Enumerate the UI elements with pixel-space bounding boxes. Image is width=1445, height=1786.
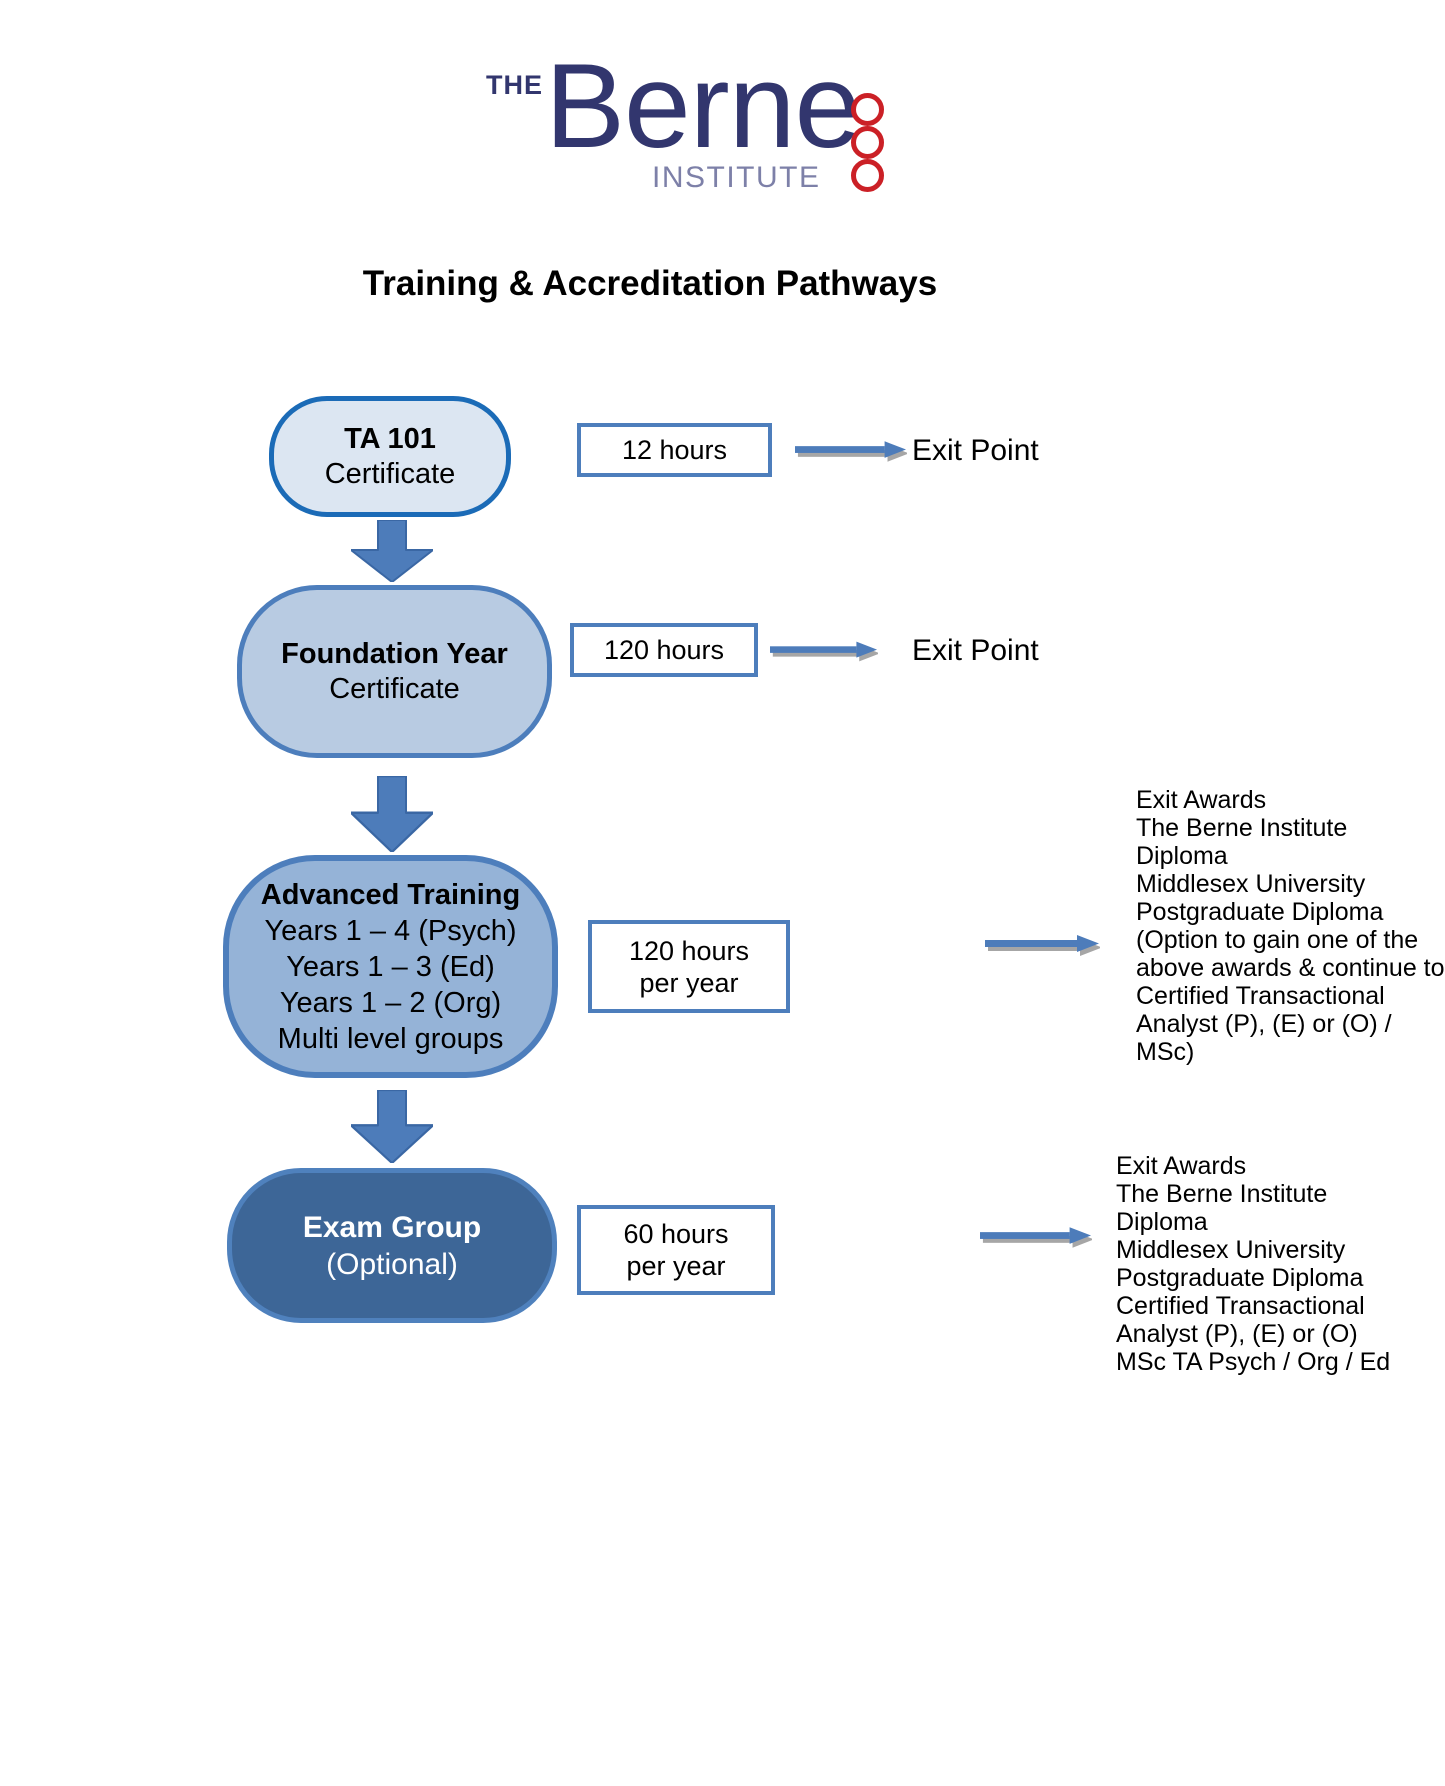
exit-point-label: Exit Point [912,434,1039,467]
right-arrow-icon [770,641,878,662]
exit-point-label: Exit Point [912,634,1039,667]
node-foundation-year-lines: Certificate [329,672,460,705]
logo-circle-icon [851,93,884,126]
hours-box-120h-per-year: 120 hours per year [588,920,790,1013]
logo-circle-icon [851,159,884,192]
node-foundation-year: Foundation Year Certificate [237,585,552,758]
logo-berne-text: Berne [545,39,861,173]
down-arrow-icon [351,520,433,582]
hours-box-120h: 120 hours [570,623,758,677]
node-exam-group: Exam Group (Optional) [227,1168,557,1323]
page-title: Training & Accreditation Pathways [362,264,938,303]
logo-the-text: THE [486,70,543,100]
node-advanced-training: Advanced Training Years 1 – 4 (Psych) Ye… [223,855,558,1078]
down-arrow-icon [351,1090,433,1163]
exit-awards-text: Exit Awards The Berne Institute Diploma … [1116,1152,1391,1376]
right-arrow-icon [985,935,1100,956]
right-arrow-icon [980,1227,1092,1248]
node-exam-group-heading: Exam Group [302,1210,482,1244]
node-ta101-lines: Certificate [324,457,456,490]
down-arrow-icon [351,776,433,852]
logo-institute-text: INSTITUTE [652,161,821,194]
right-arrow-icon [795,441,907,462]
exit-awards-text: Exit Awards The Berne Institute Diploma … [1136,786,1445,1066]
hours-box-60h-per-year: 60 hours per year [577,1205,775,1295]
logo-circles-icon [851,93,884,192]
node-foundation-year-heading: Foundation Year [281,637,508,670]
node-exam-group-lines: (Optional) [326,1247,458,1281]
node-advanced-training-heading: Advanced Training [260,878,521,911]
node-advanced-training-lines: Years 1 – 4 (Psych) Years 1 – 3 (Ed) Yea… [264,914,517,1055]
node-ta101-heading: TA 101 [344,422,436,455]
node-ta101: TA 101 Certificate [269,396,511,517]
logo-circle-icon [851,126,884,159]
hours-box-12h: 12 hours [577,423,772,477]
